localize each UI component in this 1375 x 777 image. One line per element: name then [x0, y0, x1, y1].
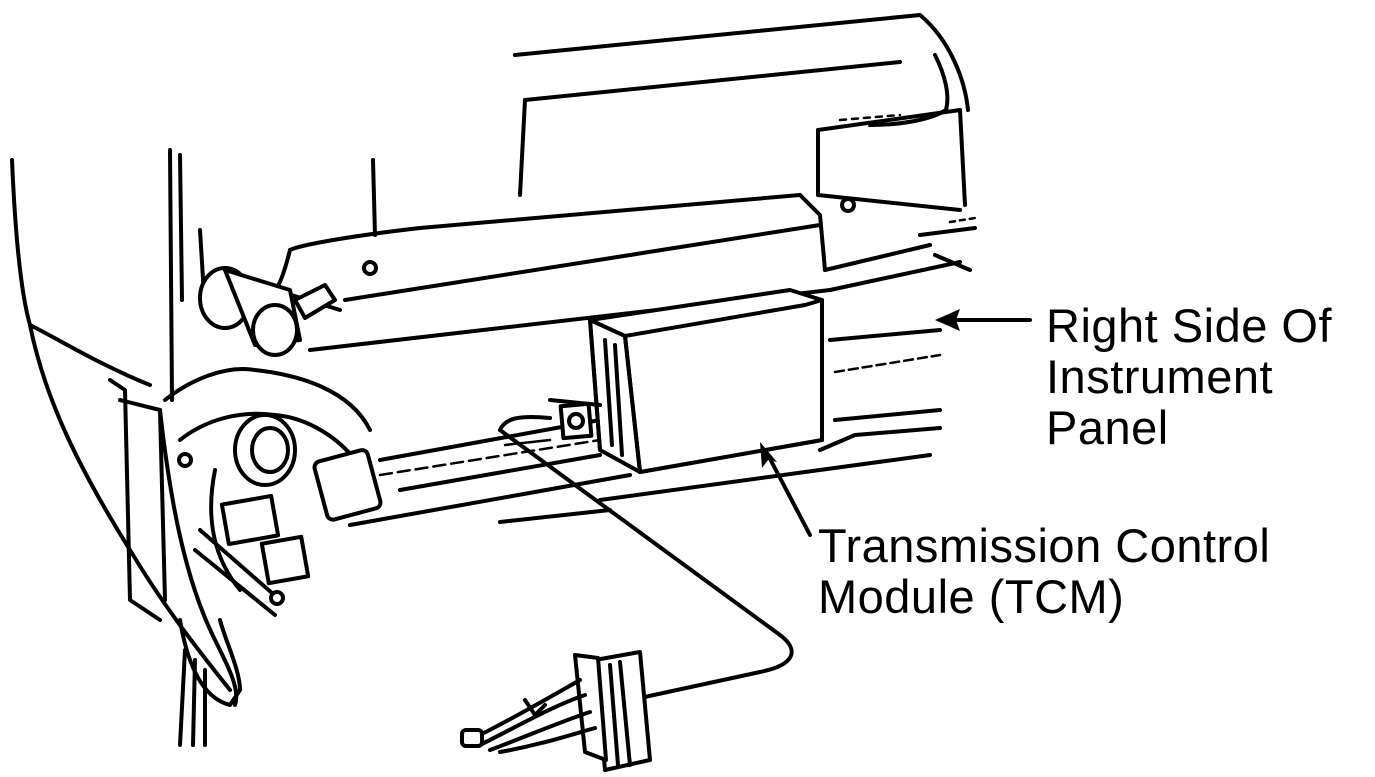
dash-top-outline: [371, 13, 970, 272]
harness-connector: [460, 650, 652, 772]
right-side-instrument-panel-label: Right Side Of Instrument Panel: [1046, 299, 1333, 454]
tcm-arrow-line: [766, 453, 812, 537]
callout-arrows: [760, 309, 1032, 537]
left-body-panel: [10, 148, 242, 747]
tcm-label: Transmission Control Module (TCM): [818, 519, 1271, 623]
switch-assembly: [163, 266, 383, 617]
tcm-module: [548, 288, 824, 474]
right-side-arrowhead: [935, 309, 960, 331]
tcm-arrowhead: [760, 442, 777, 468]
tcm-harness: [498, 414, 794, 700]
